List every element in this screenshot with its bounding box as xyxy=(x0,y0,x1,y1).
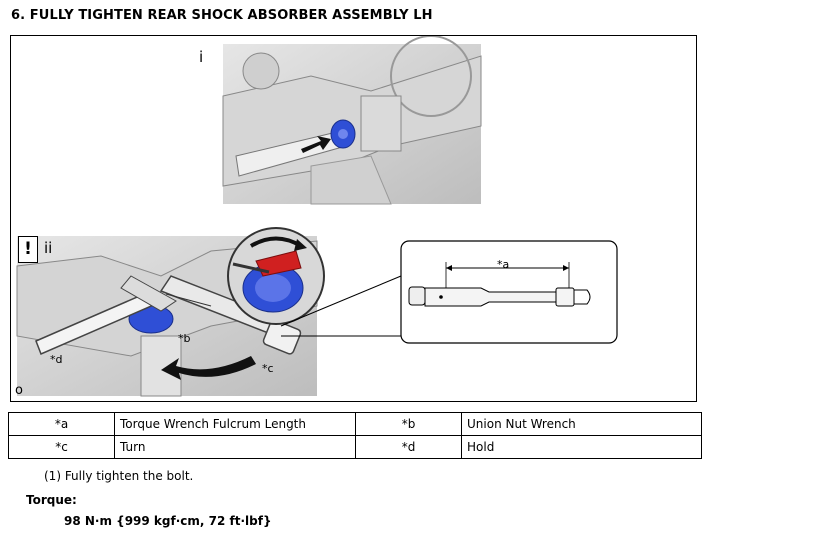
procedure-step: (1) Fully tighten the bolt. xyxy=(44,469,194,483)
panel-i-photo xyxy=(222,35,482,205)
panel-ii-label: ii xyxy=(44,239,53,257)
caution-icon: ! xyxy=(18,236,38,263)
page-heading: 6. FULLY TIGHTEN REAR SHOCK ABSORBER ASS… xyxy=(11,8,433,23)
pointer-arrow xyxy=(301,136,331,153)
legend-code: *c xyxy=(8,435,115,459)
illustration-frame: i ! ii o *a *b *c *d xyxy=(10,35,697,402)
zoom-detail xyxy=(165,227,325,325)
illustration xyxy=(16,35,618,397)
callout-b: *b xyxy=(178,332,191,345)
callout-c: *c xyxy=(262,362,274,375)
callout-a: *a xyxy=(497,258,510,271)
table-row: *a Torque Wrench Fulcrum Length *b Union… xyxy=(8,412,702,436)
panel-i-label: i xyxy=(199,48,204,66)
legend-desc: Union Nut Wrench xyxy=(461,412,702,436)
legend-code: *b xyxy=(355,412,462,436)
torque-label: Torque: xyxy=(26,493,77,507)
legend-desc: Turn xyxy=(114,435,356,459)
legend-code: *d xyxy=(355,435,462,459)
table-row: *c Turn *d Hold xyxy=(8,435,702,459)
callout-d: *d xyxy=(50,353,63,366)
legend-code: *a xyxy=(8,412,115,436)
legend-desc: Hold xyxy=(461,435,702,459)
corner-label: o xyxy=(15,383,23,398)
torque-value: 98 N·m {999 kgf·cm, 72 ft·lbf} xyxy=(64,514,272,528)
turn-arrow xyxy=(161,356,256,380)
legend-table: *a Torque Wrench Fulcrum Length *b Union… xyxy=(8,412,702,459)
legend-desc: Torque Wrench Fulcrum Length xyxy=(114,412,356,436)
caution-mark: ! xyxy=(24,239,32,259)
torque-wrench-detail xyxy=(280,240,618,344)
